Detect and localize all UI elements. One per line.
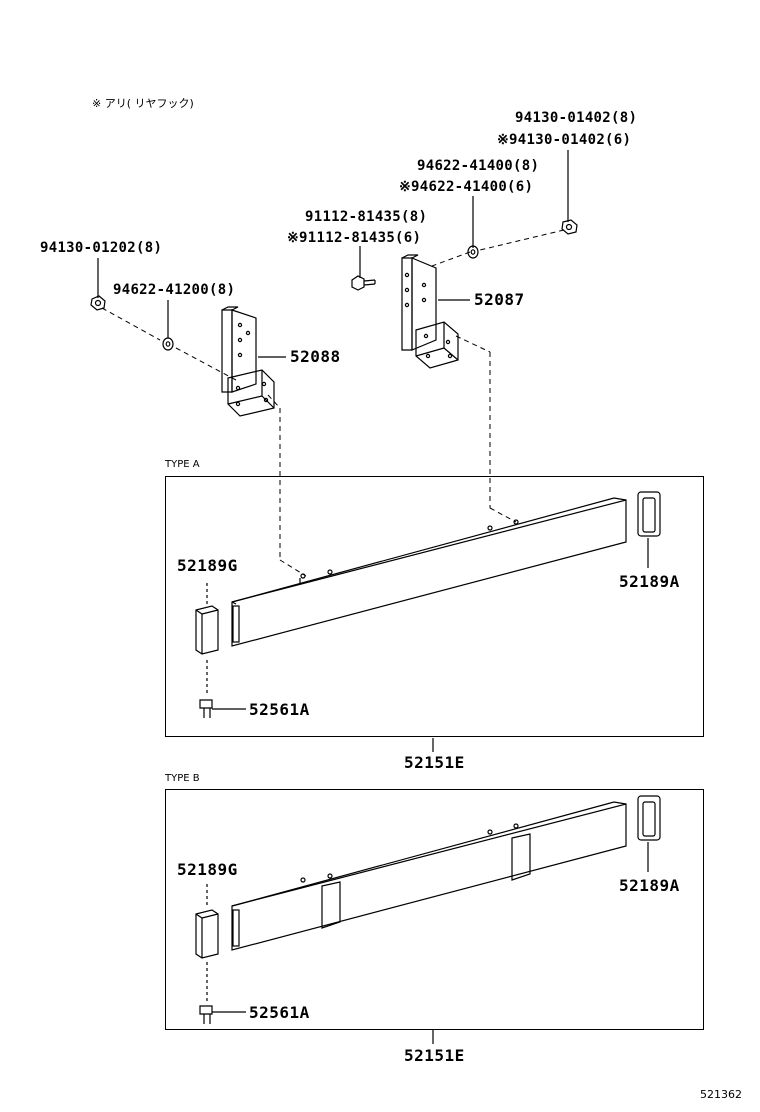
end-cap-52189g-type-b-icon xyxy=(195,884,219,959)
dashed-assembly-lines xyxy=(101,229,565,577)
label-91112-81435-8: 91112-81435(8) xyxy=(305,209,428,225)
type-a-title: TYPE A xyxy=(165,459,200,470)
type-b-left-cap-label: 52189G xyxy=(177,860,238,879)
type-a-part-label: 52151E xyxy=(404,753,465,772)
bumper-beam-type-b-icon xyxy=(231,801,627,951)
washer-94622-41400-icon xyxy=(467,245,479,259)
label-94622-41400-6: ※94622-41400(6) xyxy=(399,179,534,195)
type-b-title: TYPE B xyxy=(165,773,200,784)
type-a-bolt-label: 52561A xyxy=(249,700,310,719)
type-a-frame xyxy=(165,476,704,737)
nut-94130-01202-icon xyxy=(90,295,106,311)
type-b-bolt-label: 52561A xyxy=(249,1003,310,1022)
nut-94130-01402-icon xyxy=(561,219,578,235)
bolt-91112-81435-icon xyxy=(351,275,376,291)
bracket-52087-icon xyxy=(401,254,459,369)
bolt-52561a-type-a-icon xyxy=(199,660,246,718)
note-text: ※ アリ( リヤフック) xyxy=(92,97,194,110)
label-94622-41400-8: 94622-41400(8) xyxy=(417,158,540,174)
label-94130-01402-8: 94130-01402(8) xyxy=(515,110,638,126)
label-52088: 52088 xyxy=(290,347,341,366)
end-cap-52189a-type-a-icon xyxy=(637,491,661,537)
bumper-beam-type-a-icon xyxy=(231,497,627,647)
type-a-left-cap-label: 52189G xyxy=(177,556,238,575)
bolt-52561a-type-b-icon xyxy=(199,962,246,1024)
label-94130-01202-8: 94130-01202(8) xyxy=(40,240,163,256)
end-cap-52189g-type-a-icon xyxy=(195,583,219,655)
label-94622-41200-8: 94622-41200(8) xyxy=(113,282,236,298)
label-91112-81435-6: ※91112-81435(6) xyxy=(287,230,422,246)
label-52087: 52087 xyxy=(474,290,525,309)
end-cap-52189a-type-b-icon xyxy=(637,795,661,841)
bracket-52088-icon xyxy=(221,306,275,417)
leader-lines xyxy=(97,150,569,358)
type-b-right-cap-label: 52189A xyxy=(619,876,680,895)
diagram-id: 521362 xyxy=(700,1088,742,1101)
type-b-frame xyxy=(165,789,704,1030)
label-94130-01402-6: ※94130-01402(6) xyxy=(497,132,632,148)
type-b-part-label: 52151E xyxy=(404,1046,465,1065)
washer-94622-41200-icon xyxy=(162,337,174,351)
type-a-right-cap-label: 52189A xyxy=(619,572,680,591)
